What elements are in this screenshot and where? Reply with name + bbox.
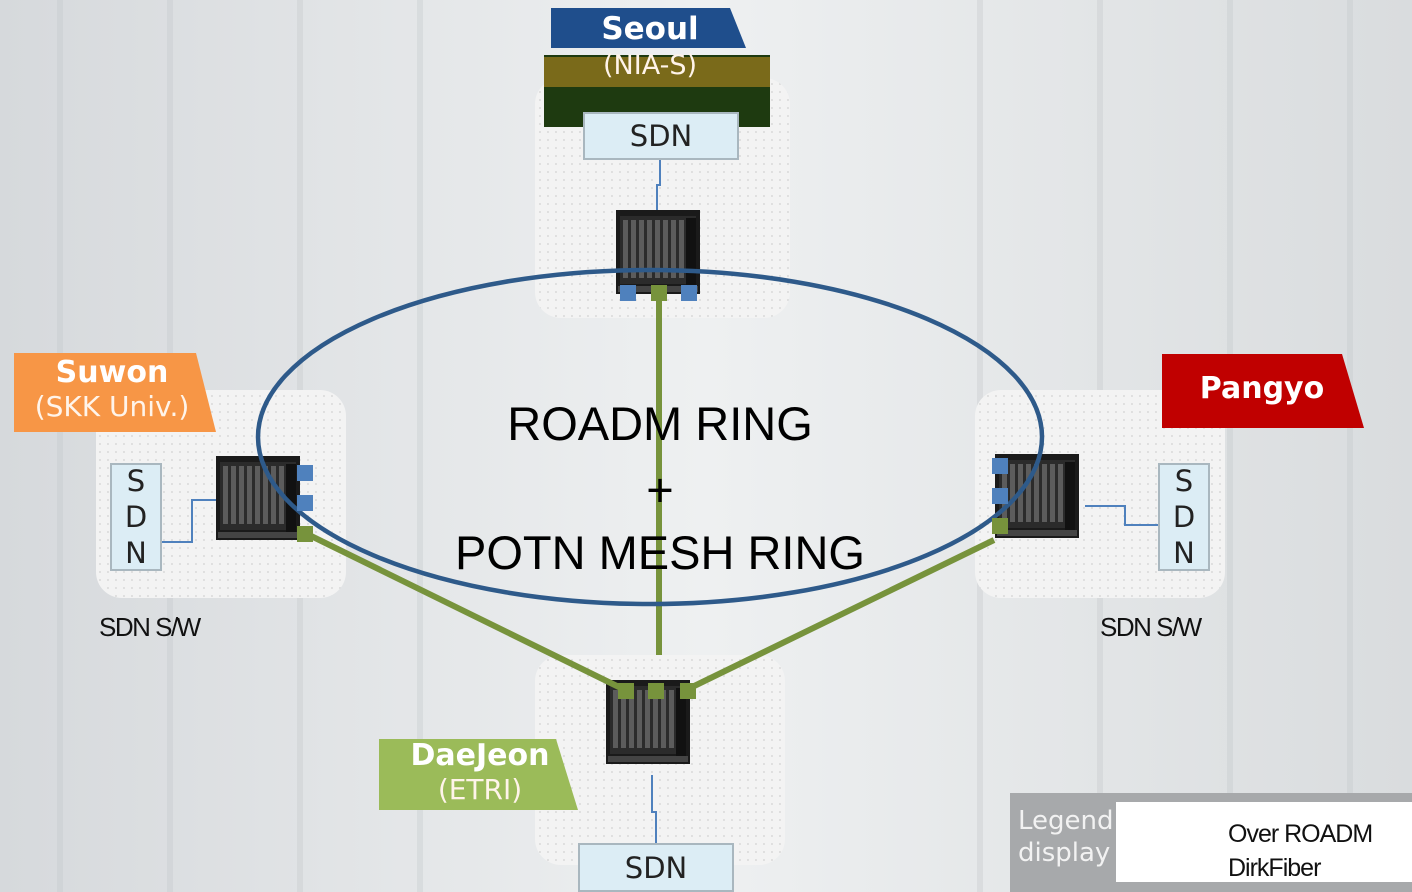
over-roadm-links xyxy=(303,296,996,693)
seoul-name: Seoul xyxy=(601,11,699,47)
seoul-ports xyxy=(620,285,697,301)
daejeon-sdn-box: SDN xyxy=(578,843,734,892)
legend-title: Legend display xyxy=(1018,805,1114,869)
daejeon-tag: DaeJeon (ETRI) xyxy=(382,738,578,806)
seoul-tag: Seoul (NIA-S) xyxy=(552,11,748,81)
seoul-sdn-box: SDN xyxy=(583,112,739,160)
seoul-tag-shape xyxy=(544,8,770,127)
pangyo-sdn-n: N xyxy=(1173,536,1195,570)
suwon-tag: Suwon (SKK Univ.) xyxy=(14,355,210,423)
suwon-sdn-n: N xyxy=(125,536,147,570)
legend-item-dark-fiber: DirkFiber xyxy=(1228,854,1321,882)
legend-item-over-roadm: Over ROADM xyxy=(1228,820,1373,848)
suwon-sdn-s: S xyxy=(126,464,146,498)
daejeon-sub: (ETRI) xyxy=(437,772,523,806)
pangyo-tag-shape xyxy=(1162,354,1364,428)
legend: Legend display Over ROADM DirkFiber xyxy=(1010,793,1412,892)
legend-title-line1: Legend xyxy=(1018,806,1114,836)
ring-title-line2: POTN MESH RING xyxy=(455,526,865,579)
daejeon-ports xyxy=(618,683,696,699)
suwon-ports xyxy=(297,465,313,542)
sdn-sw-label-right: SDN S/W xyxy=(1100,612,1202,642)
pangyo-sdn-box: S D N xyxy=(1158,463,1210,571)
daejeon-tag-shape xyxy=(379,739,578,810)
pangyo-tag: Pangyo xyxy=(1168,371,1356,407)
seoul-sdn-label: SDN xyxy=(629,119,693,153)
suwon-sdn-d: D xyxy=(124,500,148,534)
pangyo-sdn-s: S xyxy=(1174,464,1194,498)
pangyo-sdn-d: D xyxy=(1172,500,1196,534)
ring-title-plus: + xyxy=(646,463,674,516)
ring-title-line1: ROADM RING xyxy=(507,397,813,450)
pangyo-ports xyxy=(992,458,1008,534)
pangyo-name: Pangyo xyxy=(1199,371,1325,406)
seoul-sub: (NIA-S) xyxy=(603,49,697,81)
daejeon-sdn-label: SDN xyxy=(624,850,688,885)
legend-body: Over ROADM DirkFiber xyxy=(1116,802,1412,882)
seoul-router-icon xyxy=(616,210,700,294)
suwon-sub: (SKK Univ.) xyxy=(34,389,190,423)
suwon-name: Suwon xyxy=(55,355,169,390)
roadm-ring xyxy=(255,267,1045,607)
sdn-sw-label-left: SDN S/W xyxy=(99,612,201,642)
daejeon-name: DaeJeon xyxy=(410,738,550,773)
suwon-sdn-box: S D N xyxy=(110,463,162,571)
legend-title-line2: display xyxy=(1018,838,1111,868)
suwon-tag-shape xyxy=(14,353,216,432)
